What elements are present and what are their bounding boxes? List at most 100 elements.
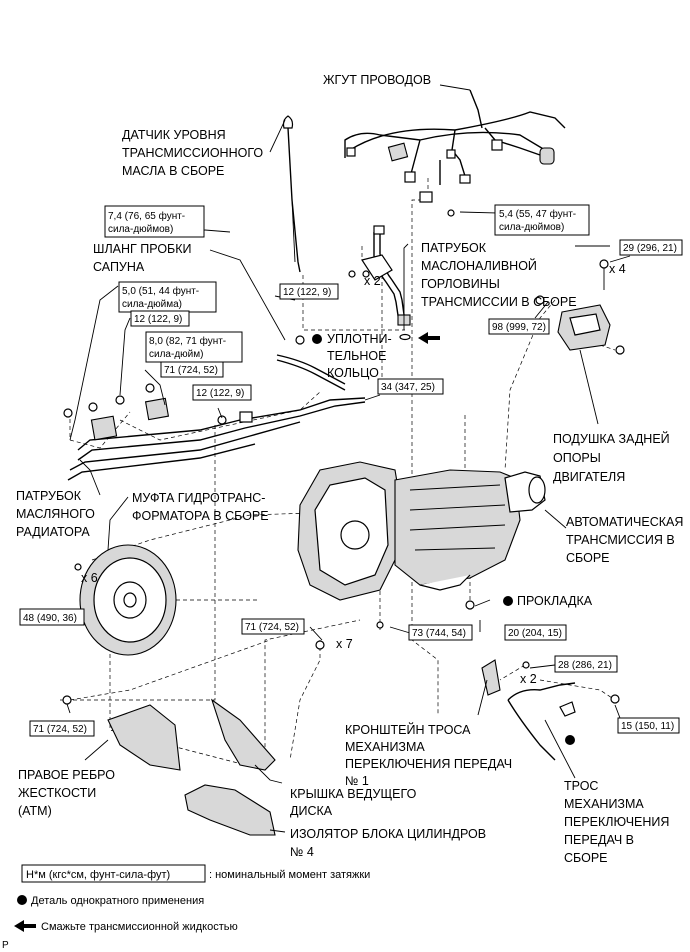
torque-t17-text: 71 (724, 52)	[33, 724, 87, 735]
torque-box-t6: 71 (724, 52)	[160, 361, 224, 378]
torque-box-t7: 12 (122, 9)	[192, 384, 252, 401]
label-filler-tube: ПАТРУБОК МАСЛОНАЛИВНОЙ ГОРЛОВИНЫ ТРАНСМИ…	[421, 241, 577, 309]
label-breather-hose-line1: ШЛАНГ ПРОБКИ	[93, 242, 192, 256]
torque-t14-text: 73 (744, 54)	[412, 628, 466, 639]
label-cooler-tube-line2: МАСЛЯНОГО	[16, 507, 95, 521]
legend-coat-fluid: Смажьте трансмиссионной жидкостью	[41, 921, 238, 933]
torque-t6-text: 71 (724, 52)	[164, 365, 218, 376]
label-stiffener-line3: (АТМ)	[18, 804, 52, 818]
torque-t5-line1: 8,0 (82, 71 фунт-	[149, 335, 226, 347]
label-stiffener-line1: ПРАВОЕ РЕБРО	[18, 768, 115, 782]
torque-box-t8: 5,4 (55, 47 фунт- сила-дюймов)	[494, 204, 590, 236]
torque-t15-text: 20 (204, 15)	[508, 628, 562, 639]
torque-t7-text: 12 (122, 9)	[196, 388, 244, 399]
label-gasket: ПРОКЛАДКА	[503, 594, 593, 608]
torque-box-t14: 73 (744, 54)	[408, 624, 473, 641]
torque-t5-line2: сила-дюйм)	[149, 349, 203, 360]
label-drive-plate-cover-line1: КРЫШКА ВЕДУЩЕГО	[290, 787, 417, 801]
label-dipstick: ДАТЧИК УРОВНЯ ТРАНСМИССИОННОГО МАСЛА В С…	[122, 128, 263, 178]
torque-t16-text: 28 (286, 21)	[558, 660, 612, 671]
multiplier-x2a: x 2	[364, 274, 381, 288]
label-gasket-text: ПРОКЛАДКА	[517, 594, 593, 608]
coat-fluid-arrow-icon	[418, 332, 440, 344]
label-cooler-tube-line1: ПАТРУБОК	[16, 489, 82, 503]
label-o-ring: УПЛОТНИ- ТЕЛЬНОЕ КОЛЬЦО	[312, 332, 440, 380]
torque-t1-line2: сила-дюймов)	[108, 224, 173, 235]
legend: Н*м (кгс*см, фунт-сила-фут) : номинальны…	[2, 864, 370, 951]
torque-box-t4: 12 (122, 9)	[130, 310, 190, 327]
label-dipstick-line3: МАСЛА В СБОРЕ	[122, 164, 224, 178]
label-auto-trans: АВТОМАТИЧЕСКАЯ ТРАНСМИССИЯ В СБОРЕ	[566, 515, 683, 565]
torque-box-t18: 15 (150, 11)	[617, 717, 680, 734]
label-dipstick-line1: ДАТЧИК УРОВНЯ	[122, 128, 226, 142]
wire-harness-drawing	[344, 89, 566, 217]
label-shift-cable-line1: ТРОС	[564, 779, 598, 793]
label-filler-tube-line4: ТРАНСМИССИИ В СБОРЕ	[421, 295, 577, 309]
non-reusable-mark-icon	[503, 596, 513, 606]
cooler-tubes-drawing	[63, 383, 366, 481]
label-shift-cable-line5: СБОРЕ	[564, 851, 608, 865]
torque-box-t1: 7,4 (76, 65 фунт- сила-дюймов)	[104, 205, 205, 238]
label-torque-converter-line1: МУФТА ГИДРОТРАНС-	[132, 491, 265, 505]
label-cable-bracket-line2: МЕХАНИЗМА	[345, 740, 425, 754]
label-cable-bracket-line3: ПЕРЕКЛЮЧЕНИЯ ПЕРЕДАЧ	[345, 757, 512, 771]
multiplier-x7: x 7	[336, 637, 353, 651]
label-auto-trans-line2: ТРАНСМИССИЯ В	[566, 533, 675, 547]
label-stiffener: ПРАВОЕ РЕБРО ЖЕСТКОСТИ (АТМ)	[18, 768, 115, 818]
torque-box-t15: 20 (204, 15)	[504, 624, 567, 641]
multiplier-x4: x 4	[609, 262, 626, 276]
label-auto-trans-line1: АВТОМАТИЧЕСКАЯ	[566, 515, 683, 529]
torque-box-t11: 34 (347, 25)	[377, 378, 444, 395]
label-breather-hose: ШЛАНГ ПРОБКИ САПУНА	[93, 242, 192, 274]
transmission-drawing	[297, 461, 546, 601]
corner-mark: P	[2, 940, 9, 951]
label-rear-mount-line2: ОПОРЫ	[553, 451, 601, 465]
torque-t8-line1: 5,4 (55, 47 фунт-	[499, 208, 576, 220]
torque-box-t10: 98 (999, 72)	[488, 318, 550, 335]
label-cable-bracket-line4: № 1	[345, 774, 369, 788]
torque-box-t2: 12 (122, 9)	[279, 283, 339, 300]
rear-mount-drawing	[535, 259, 625, 355]
label-stiffener-line2: ЖЕСТКОСТИ	[18, 786, 96, 800]
label-dipstick-line2: ТРАНСМИССИОННОГО	[122, 146, 263, 160]
label-cable-bracket: КРОНШТЕЙН ТРОСА МЕХАНИЗМА ПЕРЕКЛЮЧЕНИЯ П…	[345, 722, 512, 788]
label-insulator-line2: № 4	[290, 845, 314, 859]
label-insulator-line1: ИЗОЛЯТОР БЛОКА ЦИЛИНДРОВ	[290, 827, 486, 841]
torque-box-t17: 71 (724, 52)	[29, 720, 95, 737]
label-insulator: ИЗОЛЯТОР БЛОКА ЦИЛИНДРОВ № 4	[290, 827, 486, 859]
label-filler-tube-line1: ПАТРУБОК	[421, 241, 487, 255]
label-rear-mount: ПОДУШКА ЗАДНЕЙ ОПОРЫ ДВИГАТЕЛЯ	[553, 431, 670, 484]
torque-t4-text: 12 (122, 9)	[134, 314, 182, 325]
torque-t3-line2: сила-дюйма)	[122, 299, 182, 310]
multiplier-x2b: x 2	[520, 672, 537, 686]
label-filler-tube-line2: МАСЛОНАЛИВНОЙ	[421, 258, 537, 273]
label-shift-cable: ТРОС МЕХАНИЗМА ПЕРЕКЛЮЧЕНИЯ ПЕРЕДАЧ В СБ…	[564, 779, 669, 865]
torque-box-t5: 8,0 (82, 71 фунт- сила-дюйм)	[145, 331, 243, 363]
label-shift-cable-line3: ПЕРЕКЛЮЧЕНИЯ	[564, 815, 669, 829]
label-cooler-tube: ПАТРУБОК МАСЛЯНОГО РАДИАТОРА	[16, 489, 95, 539]
label-torque-converter-line2: ФОРМАТОРА В СБОРЕ	[132, 509, 269, 523]
label-cooler-tube-line3: РАДИАТОРА	[16, 525, 90, 539]
breather-hose-drawing	[276, 335, 346, 391]
torque-t2-text: 12 (122, 9)	[283, 287, 331, 298]
label-rear-mount-line1: ПОДУШКА ЗАДНЕЙ	[553, 431, 670, 446]
label-drive-plate-cover: КРЫШКА ВЕДУЩЕГО ДИСКА	[290, 787, 417, 818]
non-reusable-mark-icon	[312, 334, 322, 344]
torque-t10-text: 98 (999, 72)	[492, 322, 546, 333]
insulator-drawing	[184, 784, 276, 836]
label-shift-cable-line4: ПЕРЕДАЧ В	[564, 833, 634, 847]
torque-box-t12: 48 (490, 36)	[19, 608, 85, 626]
coat-fluid-legend-icon	[14, 920, 36, 932]
label-cable-bracket-line1: КРОНШТЕЙН ТРОСА	[345, 722, 471, 737]
label-drive-plate-cover-line2: ДИСКА	[290, 804, 333, 818]
label-auto-trans-line3: СБОРЕ	[566, 551, 610, 565]
torque-box-t9: 29 (296, 21)	[619, 239, 683, 256]
torque-box-t16: 28 (286, 21)	[554, 655, 618, 673]
torque-box-t3: 5,0 (51, 44 фунт- сила-дюйма)	[118, 281, 217, 313]
label-torque-converter: МУФТА ГИДРОТРАНС- ФОРМАТОРА В СБОРЕ	[132, 491, 269, 523]
torque-converter-drawing	[74, 544, 177, 656]
label-o-ring-line1: УПЛОТНИ-	[327, 332, 392, 346]
torque-t1-line1: 7,4 (76, 65 фунт-	[108, 210, 185, 222]
legend-torque-box: Н*м (кгс*см, фунт-сила-фут)	[26, 869, 170, 881]
legend-non-reusable: Деталь однократного применения	[31, 895, 204, 907]
